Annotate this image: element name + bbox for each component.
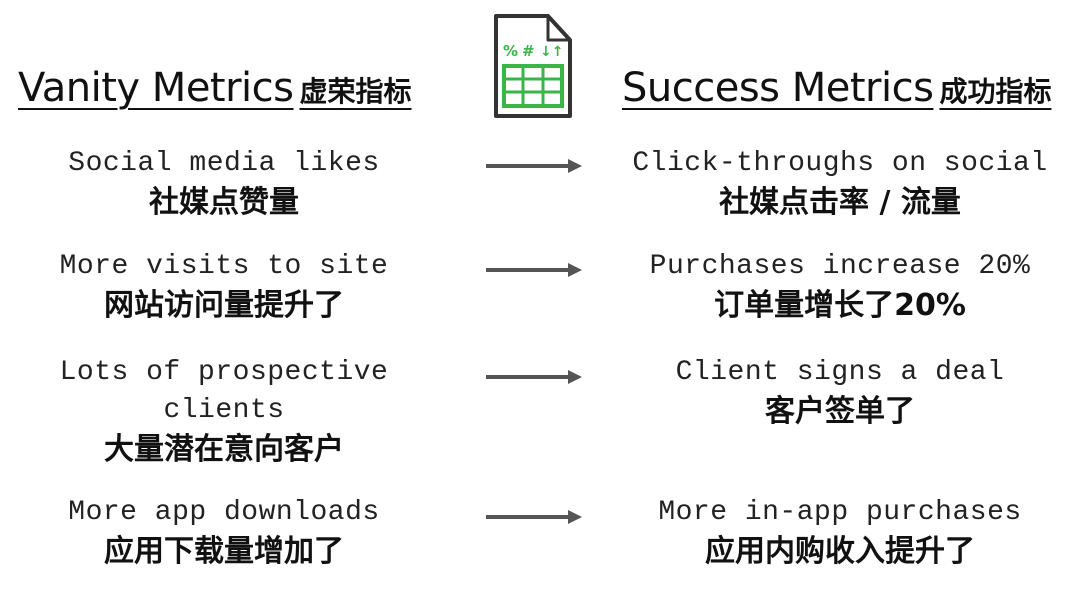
success-metric-3: Client signs a deal 客户签单了 [600,354,1080,432]
success-metric-3-zh: 客户签单了 [765,394,915,429]
vanity-metric-1: Social media likes 社媒点赞量 [14,145,434,223]
success-metric-4: More in-app purchases 应用内购收入提升了 [600,494,1080,572]
vanity-metric-2: More visits to site 网站访问量提升了 [14,248,434,326]
success-metric-3-en: Client signs a deal [675,357,1005,388]
success-metric-2: Purchases increase 20% 订单量增长了20% [600,248,1080,326]
vanity-metric-2-en: More visits to site [59,251,389,282]
success-metrics-heading-en: Success Metrics [622,65,934,111]
svg-text:#: # [522,42,535,60]
vanity-metrics-heading-en: Vanity Metrics [18,65,294,111]
svg-text:↓↑: ↓↑ [540,44,563,60]
success-metric-4-en: More in-app purchases [658,497,1022,528]
success-metric-4-zh: 应用内购收入提升了 [705,534,975,569]
success-metric-1-zh: 社媒点击率 / 流量 [719,185,961,220]
success-metric-1: Click-throughs on social 社媒点击率 / 流量 [600,145,1080,223]
arrow-icon [486,263,582,277]
success-metrics-heading-zh: 成功指标 [939,75,1052,108]
vanity-metric-3-en: Lots of prospective clients [59,357,389,426]
svg-text:%: % [503,42,518,60]
success-metric-2-zh: 订单量增长了20% [714,288,966,323]
vanity-metrics-heading-zh: 虚荣指标 [299,75,412,108]
success-metric-1-en: Click-throughs on social [632,148,1048,179]
spreadsheet-icon: % # ↓↑ [494,14,572,118]
vanity-metric-2-zh: 网站访问量提升了 [104,288,344,323]
success-metric-2-en: Purchases increase 20% [649,251,1031,282]
vanity-metric-4-en: More app downloads [68,497,380,528]
arrow-icon [486,370,582,384]
arrow-icon [486,510,582,524]
vanity-metric-3-zh: 大量潜在意向客户 [104,432,344,467]
vanity-metric-1-zh: 社媒点赞量 [149,185,299,220]
vanity-metric-4-zh: 应用下载量增加了 [104,534,344,569]
vanity-metric-3: Lots of prospective clients 大量潜在意向客户 [14,354,434,470]
vanity-metric-4: More app downloads 应用下载量增加了 [14,494,434,572]
vanity-metric-1-en: Social media likes [68,148,380,179]
arrow-icon [486,159,582,173]
